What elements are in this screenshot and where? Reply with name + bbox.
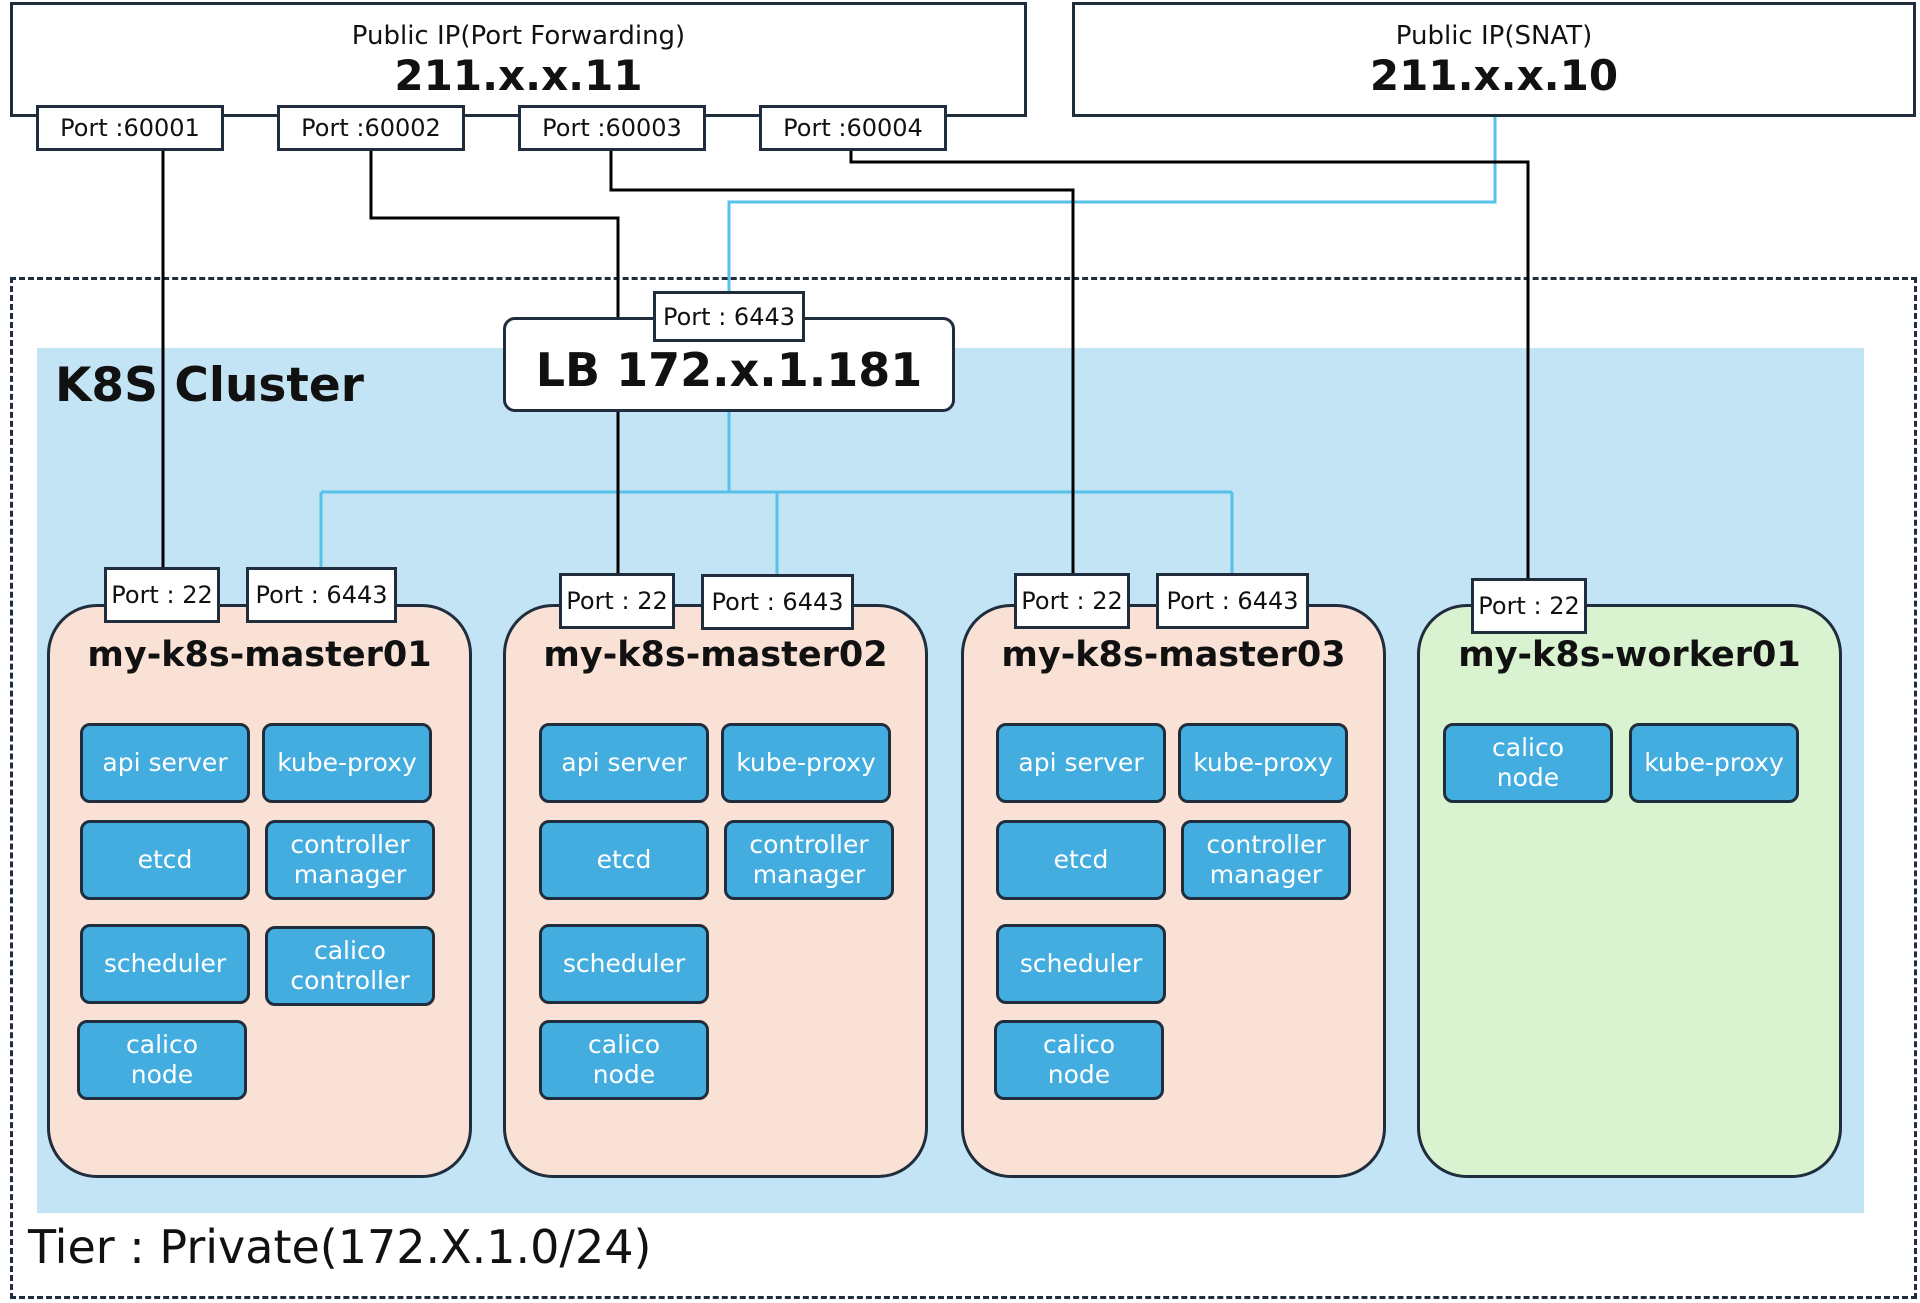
master03-port-22: Port : 22 [1014, 573, 1130, 629]
master01-port-22: Port : 22 [104, 567, 220, 623]
component-kube-proxy: kube-proxy [1629, 723, 1799, 803]
master03-port-6443: Port : 6443 [1156, 573, 1309, 629]
component-etcd: etcd [539, 820, 709, 900]
port-60004: Port :60004 [759, 105, 947, 151]
component-calico-node: calico node [1443, 723, 1613, 803]
port-60002: Port :60002 [277, 105, 465, 151]
component-etcd: etcd [996, 820, 1166, 900]
component-etcd: etcd [80, 820, 250, 900]
node-title: my-k8s-master01 [87, 635, 432, 675]
port-forwarding-ip: 211.x.x.11 [394, 51, 643, 100]
component-api-server: api server [539, 723, 709, 803]
component-scheduler: scheduler [539, 924, 709, 1004]
master01-port-6443: Port : 6443 [246, 567, 397, 623]
port-60003: Port :60003 [518, 105, 706, 151]
master02-port-6443: Port : 6443 [701, 574, 854, 630]
component-kube-proxy: kube-proxy [1178, 723, 1348, 803]
master02-port-22: Port : 22 [559, 573, 675, 629]
private-tier-boundary [10, 277, 1917, 1299]
component-api-server: api server [80, 723, 250, 803]
node-my-k8s-worker01: my-k8s-worker01 [1417, 604, 1842, 1178]
component-kube-proxy: kube-proxy [721, 723, 891, 803]
component-controller-manager: controller manager [1181, 820, 1351, 900]
component-calico-node: calico node [77, 1020, 247, 1100]
component-scheduler: scheduler [996, 924, 1166, 1004]
port-forwarding-label: Public IP(Port Forwarding) [351, 21, 686, 51]
public-ip-snat-box: Public IP(SNAT) 211.x.x.10 [1072, 2, 1916, 117]
node-title: my-k8s-master03 [1001, 635, 1346, 675]
node-title: my-k8s-worker01 [1458, 635, 1801, 675]
component-controller-manager: controller manager [265, 820, 435, 900]
component-calico-controller: calico controller [265, 926, 435, 1006]
ssh-link-60004 [849, 148, 1530, 580]
snat-link [727, 116, 1497, 291]
component-api-server: api server [996, 723, 1166, 803]
lb-port-6443: Port : 6443 [653, 291, 805, 342]
component-calico-node: calico node [539, 1020, 709, 1100]
cluster-title: K8S Cluster [55, 358, 364, 413]
snat-label: Public IP(SNAT) [1395, 21, 1593, 51]
node-title: my-k8s-master02 [543, 635, 888, 675]
component-kube-proxy: kube-proxy [262, 723, 432, 803]
ssh-link-60003 [609, 148, 1075, 575]
component-calico-node: calico node [994, 1020, 1164, 1100]
public-ip-port-forwarding-box: Public IP(Port Forwarding) 211.x.x.11 [10, 2, 1027, 117]
snat-ip: 211.x.x.10 [1369, 51, 1619, 100]
component-scheduler: scheduler [80, 924, 250, 1004]
tier-label: Tier : Private(172.X.1.0/24) [28, 1220, 652, 1274]
component-controller-manager: controller manager [724, 820, 894, 900]
lb-label: LB 172.x.1.181 [535, 342, 923, 397]
worker01-port-22: Port : 22 [1471, 578, 1587, 634]
port-60001: Port :60001 [36, 105, 224, 151]
